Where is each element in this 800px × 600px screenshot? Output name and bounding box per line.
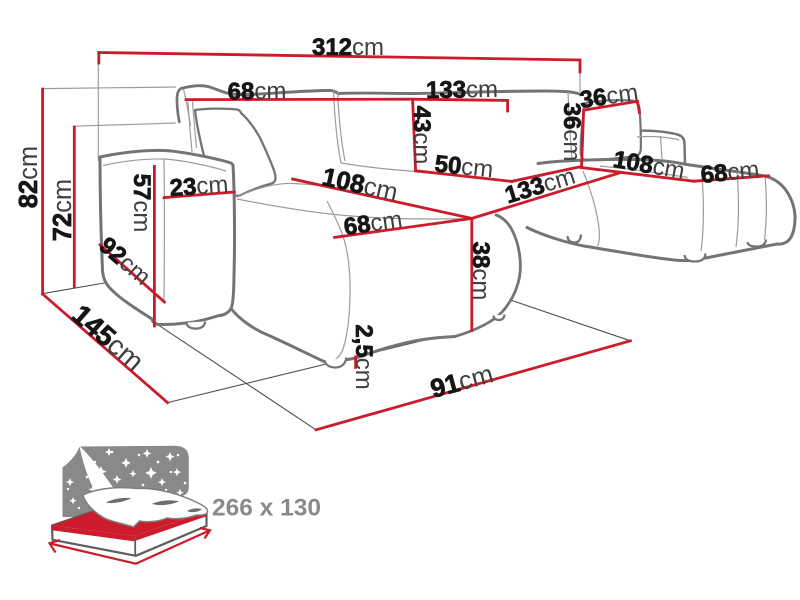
svg-text:38cm: 38cm [467, 242, 494, 301]
svg-text:23cm: 23cm [169, 171, 229, 202]
svg-text:2,5cm: 2,5cm [350, 324, 377, 389]
svg-text:108cm: 108cm [320, 163, 401, 207]
svg-text:312cm: 312cm [312, 34, 384, 61]
svg-text:68cm: 68cm [227, 77, 286, 105]
svg-text:133cm: 133cm [426, 76, 499, 104]
svg-text:72cm: 72cm [49, 179, 77, 241]
svg-text:43cm: 43cm [408, 106, 435, 165]
svg-text:50cm: 50cm [433, 151, 494, 184]
svg-text:57cm: 57cm [128, 174, 155, 233]
svg-text:82cm: 82cm [15, 146, 43, 208]
svg-text:36cm: 36cm [578, 79, 640, 114]
svg-text:68cm: 68cm [699, 156, 760, 189]
svg-text:68cm: 68cm [342, 206, 404, 241]
svg-text:36cm: 36cm [558, 103, 585, 162]
svg-text:266 x 130: 266 x 130 [212, 495, 321, 522]
